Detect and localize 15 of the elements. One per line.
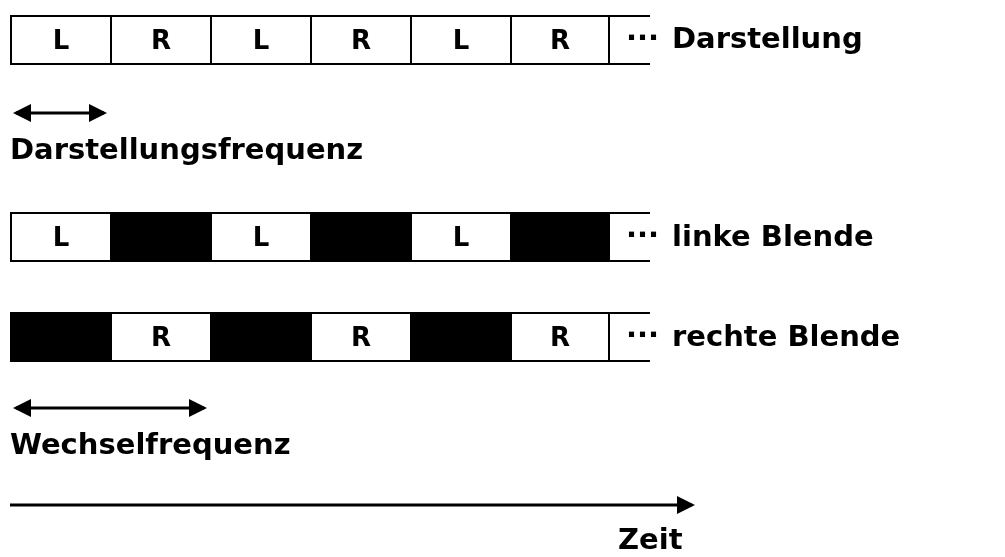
ellipsis: ··· [626,23,660,52]
ellipsis: ··· [626,320,660,349]
axis-label: Zeit [618,525,683,554]
closed-shutter-block [310,212,412,262]
row-label: Darstellung [672,24,863,53]
row-label: rechte Blende [672,322,901,351]
closed-shutter-block [10,312,112,362]
dimension-label: Wechselfrequenz [10,430,291,459]
closed-shutter-block [210,312,312,362]
closed-shutter-block [110,212,212,262]
row-label: linke Blende [672,222,874,251]
closed-shutter-block [410,312,512,362]
ellipsis: ··· [626,220,660,249]
closed-shutter-block [510,212,610,262]
dimension-label: Darstellungsfrequenz [10,135,364,164]
